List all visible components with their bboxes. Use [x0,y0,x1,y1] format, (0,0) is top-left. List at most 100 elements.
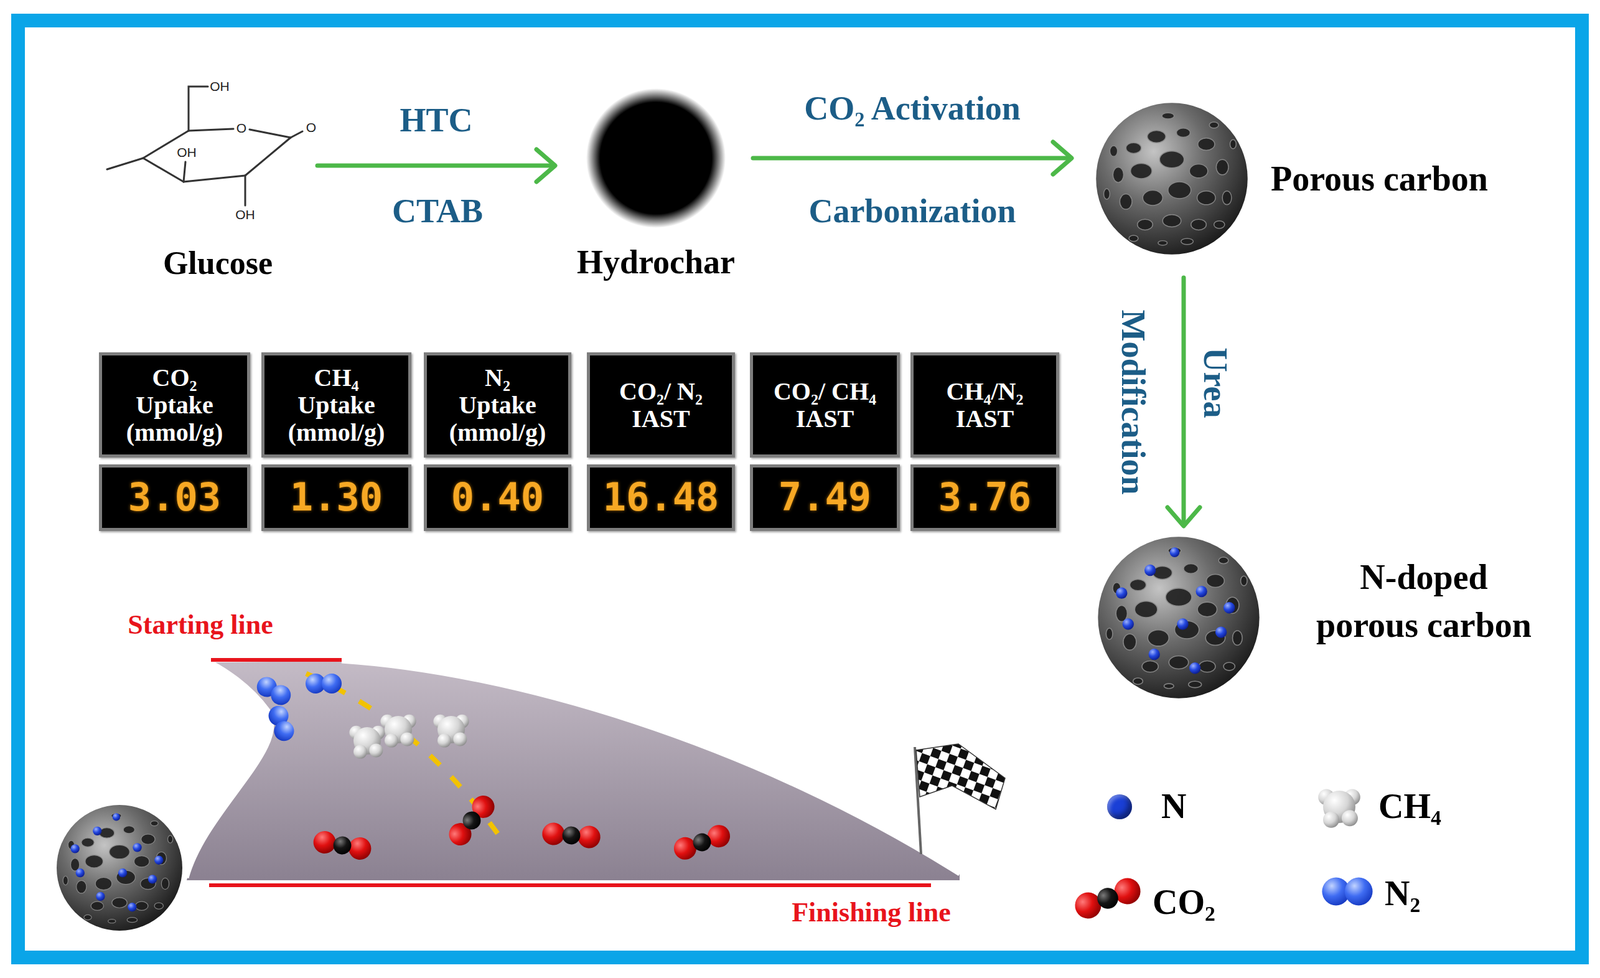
step-label: CTAB [392,192,483,230]
table-header-cell: CO₂/ CH₄ IAST [749,352,900,458]
header-text: CH₄ Uptake (mmol/g) [285,364,388,447]
arrow-head [1052,141,1072,175]
gas-molecules-part [433,714,469,748]
nitrogen-dots [1115,547,1235,674]
glucose-structure-part [143,158,184,182]
table-value-cell: 0.40 [423,464,572,531]
atom-label: OH [235,207,256,222]
glucose-structure-part [245,137,291,176]
arrow-line [317,163,554,169]
atom-label: OH [209,79,230,94]
table-header-cell: N₂ Uptake (mmol/g) [423,352,572,458]
glucose-structure [107,86,303,206]
glucose-structure-part [183,175,246,182]
table-value-cell: 3.76 [910,464,1060,531]
glucose-molecule: Glucose [124,74,312,231]
race-track-part [916,743,1006,810]
step-label: HTC [399,102,473,139]
gas-molecules-part [349,725,385,759]
legend-text: N [1161,787,1187,826]
value-text: 1.30 [290,476,383,519]
atom-label: O [306,120,317,135]
legend-text: CH₄ [1378,787,1442,826]
hydrochar-circle: Hydrochar [589,91,723,225]
process-arrow [1167,277,1200,526]
legend-icons-part [1318,788,1361,828]
gas-molecules-part [541,821,602,849]
glucose-structure-part [183,161,186,182]
process-arrow [317,149,556,182]
race-track-part [186,660,960,880]
process-arrow [753,141,1072,175]
race-track-part [209,883,931,887]
value-text: 16.48 [603,476,720,519]
race-track-part [186,662,272,878]
step-label: CO₂ Activation [804,90,1021,127]
legend-icons [1071,788,1373,922]
table-value-cell: 16.48 [586,464,735,531]
legend-text: N₂ [1384,874,1421,913]
material-name: Porous carbon [1270,158,1488,199]
gas-molecules-part [253,673,295,709]
porous-carbon-sphere [1095,102,1248,255]
atom-label: OH [176,145,197,160]
gas-molecules-part [380,714,416,748]
header-text: CO₂ Uptake (mmol/g) [123,364,226,447]
table-header-cell: CO₂/ N₂ IAST [586,352,735,458]
header-text: CO₂/ CH₄ IAST [761,377,889,433]
n-doped-sphere: N-doped porous carbon [1097,535,1261,699]
table-header-cell: CO₂ Uptake (mmol/g) [98,352,251,458]
glucose-structure-part [188,128,234,131]
legend-icons-part [1071,874,1145,923]
material-name: N-doped porous carbon [1309,553,1538,650]
gas-molecules-part [305,673,342,694]
hydrochar-particle [586,88,726,228]
arrow-head [1167,507,1200,526]
gas-molecules-part [670,821,734,863]
value-text: 7.49 [778,476,872,519]
table-header-cell: CH₄/N₂ IAST [910,352,1060,458]
legend-text: CO₂ [1152,883,1216,922]
track-label: Finishing line [791,897,951,928]
header-text: N₂ Uptake (mmol/g) [446,364,549,447]
arrow-line [753,156,1070,161]
glucose-structure-part [244,175,247,206]
table-value-cell: 1.30 [261,464,412,531]
value-text: 0.40 [451,476,544,519]
step-label: Modification [1113,309,1151,495]
header-text: CH₄/N₂ IAST [921,377,1049,433]
glucose-structure-part [249,129,291,138]
n-doped-sphere [56,804,183,931]
glucose-structure-part [188,86,208,131]
step-label: Urea [1196,347,1233,419]
gas-molecules-part [444,790,500,851]
table-header-cell: CH₄ Uptake (mmol/g) [261,352,412,458]
porous-carbon-sphere: Porous carbon [1095,102,1249,256]
nitrogen-dots [70,812,164,912]
race-track-part [210,657,342,662]
gas-molecules-part [311,828,373,862]
legend-icons-part [1321,877,1373,906]
value-text: 3.76 [938,476,1032,519]
table-value-cell: 7.49 [749,464,900,531]
atom-label: O [236,120,247,136]
step-label: Carbonization [808,192,1016,230]
race-track [186,659,1006,885]
molecule-name: Glucose [163,244,273,282]
track-label: Starting line [127,609,273,640]
arrow-line [1181,277,1187,524]
glucose-structure-part [107,158,144,170]
n-doped-sphere [1097,536,1259,698]
material-name: Hydrochar [576,242,735,282]
table-value-cell: 3.03 [98,464,251,531]
gas-molecules-part [265,702,297,744]
glucose-structure-part [290,131,303,138]
header-text: CO₂/ N₂ IAST [597,377,726,433]
race-track-part [341,660,960,874]
legend-swatch [1107,794,1133,819]
arrow-head [536,149,556,182]
value-text: 3.03 [128,476,221,519]
gas-molecules [253,673,734,863]
